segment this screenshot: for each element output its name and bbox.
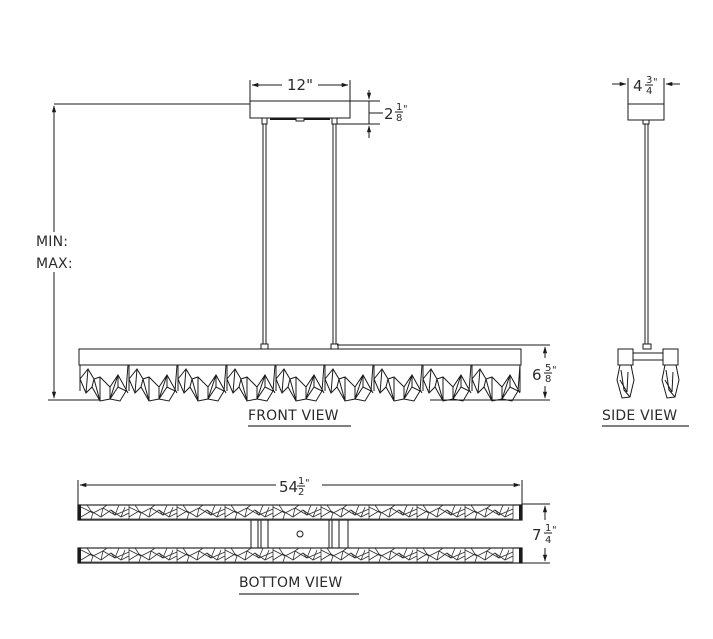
front-view: 12" 2 1 8 " MIN: MAX: 6 5 8 bbox=[36, 76, 557, 427]
svg-text:2: 2 bbox=[384, 105, 394, 123]
front-view-label: FRONT VIEW bbox=[248, 408, 339, 424]
svg-text:1: 1 bbox=[396, 102, 402, 113]
side-view: 4 3 4 " SIDE VIEW bbox=[602, 75, 689, 427]
dim-fixture-height: 6 5 8 " bbox=[532, 363, 557, 385]
svg-text:5: 5 bbox=[545, 363, 551, 374]
svg-text:": " bbox=[552, 525, 557, 536]
dim-overall-length: 54 1 2 " bbox=[279, 476, 310, 498]
svg-text:": " bbox=[552, 365, 557, 376]
svg-text:4: 4 bbox=[545, 535, 551, 546]
svg-text:6: 6 bbox=[532, 366, 542, 384]
svg-text:": " bbox=[653, 77, 658, 88]
svg-text:8: 8 bbox=[545, 374, 551, 385]
bottom-view: 54 1 2 " bbox=[77, 476, 557, 595]
dim-bottom-depth: 7 1 4 " bbox=[532, 523, 557, 546]
light-bar bbox=[78, 348, 522, 366]
svg-text:4: 4 bbox=[646, 86, 652, 97]
svg-text:8: 8 bbox=[396, 113, 402, 124]
min-label: MIN: bbox=[36, 234, 68, 250]
bottom-view-label: BOTTOM VIEW bbox=[239, 575, 342, 591]
crystal-strip-bottom bbox=[77, 547, 523, 564]
svg-text:7: 7 bbox=[532, 526, 542, 544]
crystal-row bbox=[79, 364, 521, 402]
svg-text:54: 54 bbox=[279, 478, 298, 496]
svg-text:": " bbox=[305, 478, 310, 489]
svg-text:": " bbox=[403, 104, 408, 115]
svg-text:4: 4 bbox=[633, 77, 643, 95]
svg-text:2: 2 bbox=[298, 487, 304, 498]
crystal-strip-top bbox=[77, 504, 523, 521]
max-label: MAX: bbox=[36, 256, 73, 272]
canopy bbox=[249, 100, 351, 119]
side-view-label: SIDE VIEW bbox=[602, 408, 677, 424]
dim-canopy-width: 12" bbox=[287, 76, 313, 94]
svg-text:1: 1 bbox=[545, 523, 551, 534]
dim-canopy-height: 2 1 8 " bbox=[384, 102, 408, 124]
svg-text:3: 3 bbox=[646, 75, 652, 86]
svg-text:1: 1 bbox=[298, 476, 304, 487]
dim-side-width: 4 3 4 " bbox=[633, 75, 658, 97]
